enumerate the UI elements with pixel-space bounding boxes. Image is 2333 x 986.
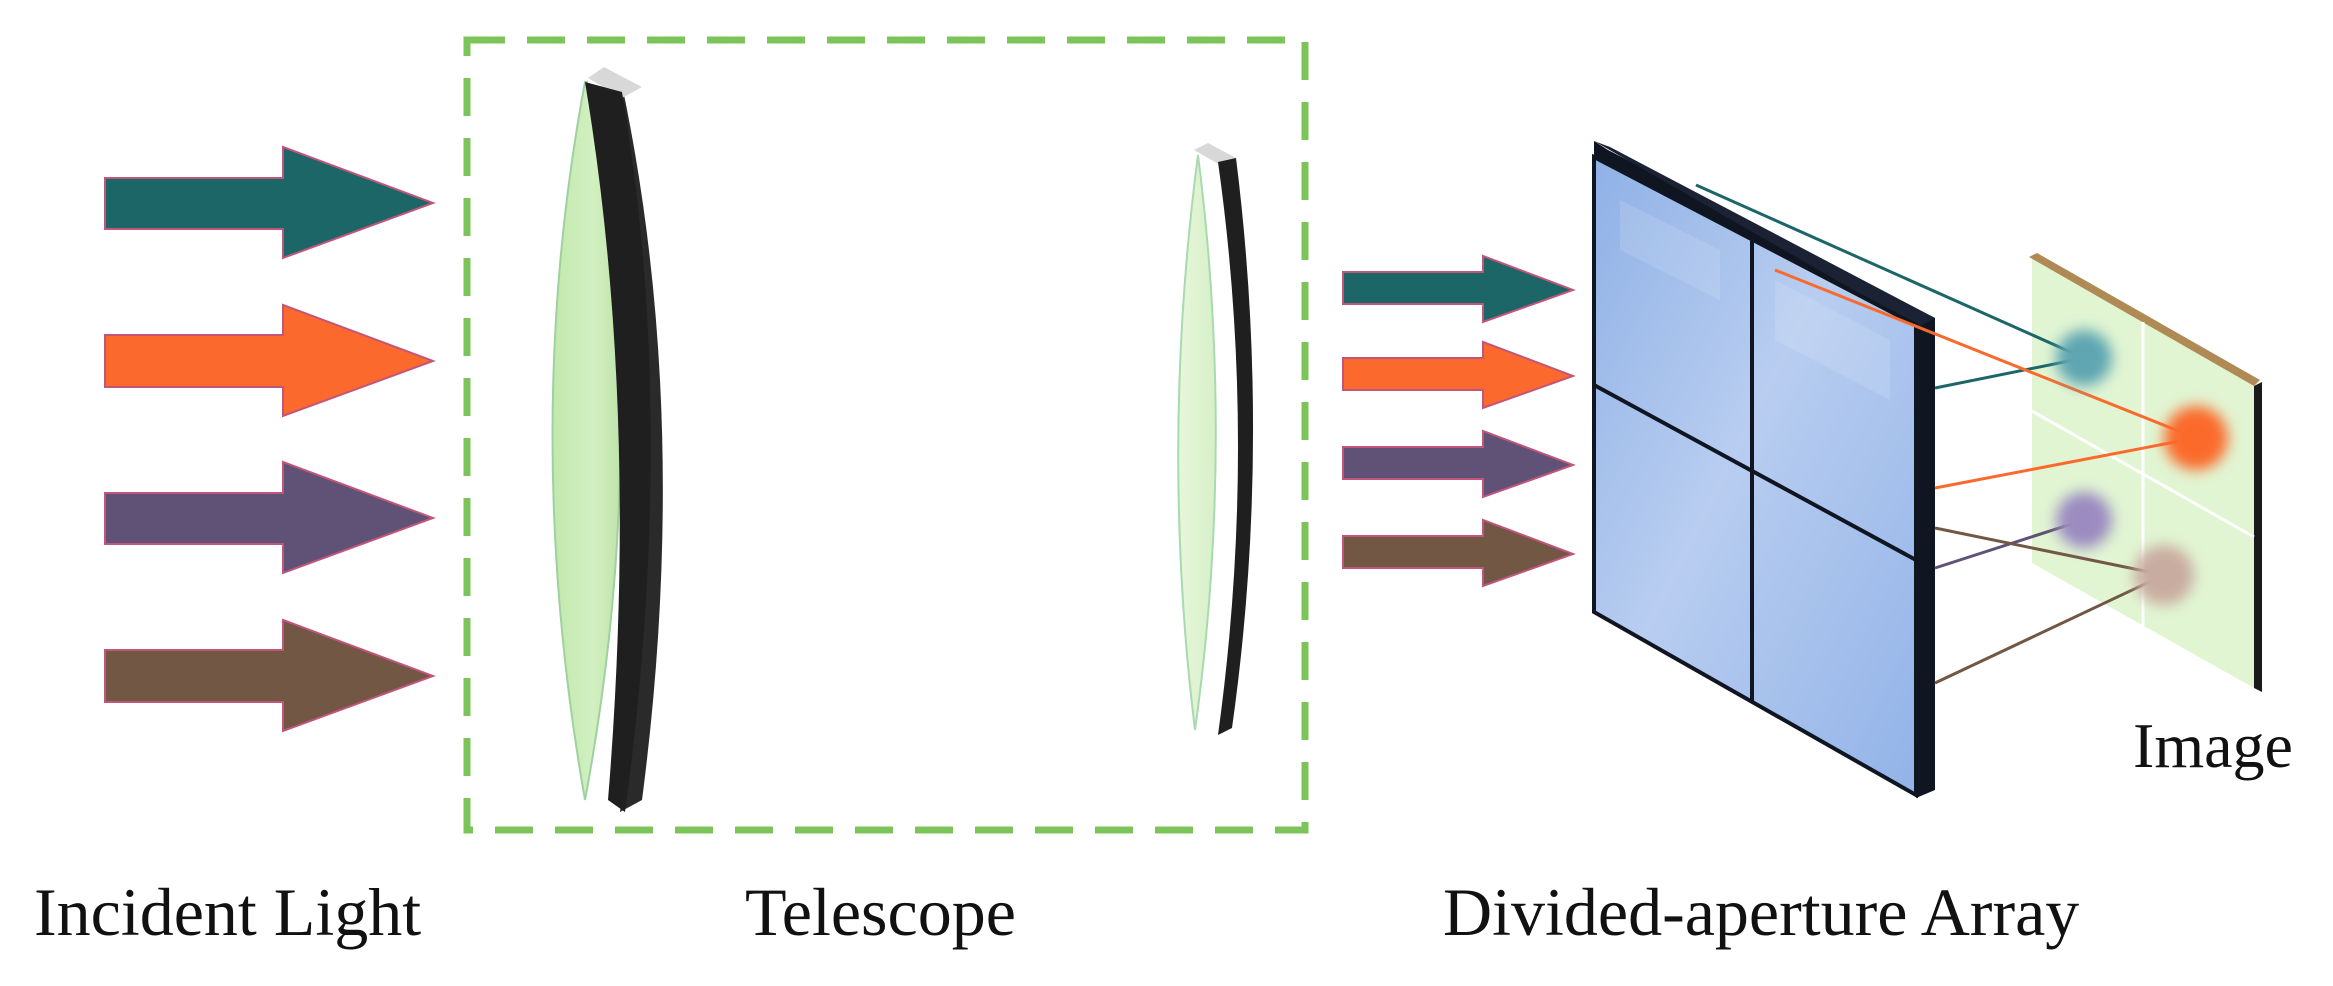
arrow-right-icon xyxy=(1342,340,1576,410)
arrow-right-icon xyxy=(104,145,436,260)
detector-plane-icon xyxy=(2029,253,2262,692)
telescope-label: Telescope xyxy=(745,874,1016,950)
arrow-right-icon xyxy=(1342,518,1576,588)
focal-spots xyxy=(2056,330,2228,605)
telescope-box xyxy=(463,36,1309,834)
incident-arrows xyxy=(104,145,436,733)
arrow-right-icon xyxy=(104,460,436,575)
incident-light-label: Incident Light xyxy=(34,874,422,950)
lens-icon xyxy=(551,67,663,812)
divided-aperture-array-label: Divided-aperture Array xyxy=(1443,874,2080,950)
aperture-grid-icon xyxy=(1592,141,1935,799)
arrow-right-icon xyxy=(104,303,436,418)
arrow-right-icon xyxy=(1342,254,1576,324)
ray-lines xyxy=(1695,183,2197,685)
lens-icon xyxy=(1177,143,1254,735)
image-label: Image xyxy=(2133,710,2293,781)
arrow-right-icon xyxy=(104,618,436,733)
arrow-right-icon xyxy=(1342,429,1576,499)
exit-arrows xyxy=(1342,254,1576,588)
